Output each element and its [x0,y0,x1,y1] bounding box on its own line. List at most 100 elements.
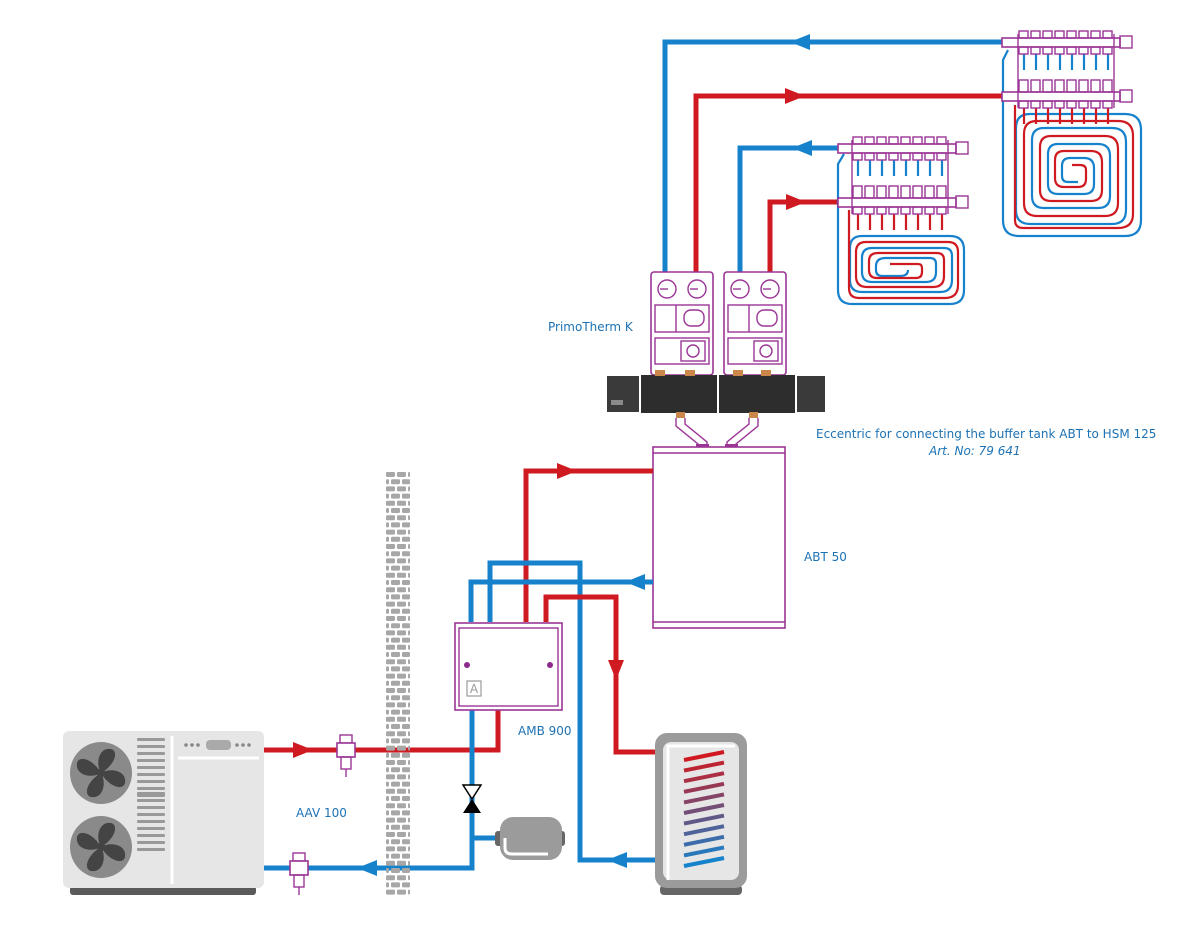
fan-icon [70,816,132,878]
brick [397,601,406,607]
pipe-buffer-supply [523,463,653,622]
flow-arrow-right [557,463,577,479]
manifold-valves [1017,30,1133,109]
brick [402,839,410,845]
manifold-valves [851,136,969,215]
brick [391,551,400,557]
brick [386,666,389,672]
brick [408,601,410,607]
brick [386,594,389,600]
brick [386,752,389,758]
brick [397,500,406,506]
brick [391,508,400,513]
label-art-no: Art. No: 79 641 [928,444,1021,458]
brick [397,472,406,477]
brick [386,551,389,557]
grille-slat [137,787,165,790]
flow-arrow-left [792,140,812,156]
brick [402,608,410,614]
pipe-heatpump-supply [263,710,501,758]
brick [391,608,400,614]
brick [408,486,410,492]
valve-icon [686,344,700,358]
brick [391,637,400,643]
label-primotherm: PrimoTherm K [548,320,634,334]
brick [397,659,406,665]
thermometer-icon [657,279,677,299]
brick [408,644,410,650]
brick [386,702,395,708]
brick [397,673,406,679]
pipe-ufh1-supply [693,88,1002,278]
brick [386,688,395,693]
coil-turn [683,771,725,784]
valve-icon [759,344,773,358]
dhw-storage-tank [655,733,747,895]
brick [386,709,389,715]
brick [386,846,395,852]
brick [391,479,400,485]
grille-slat [137,827,165,830]
brick [408,587,410,593]
label-aav: AAV 100 [296,806,347,820]
coil-turn [683,813,725,826]
primotherm-station-1 [650,271,714,376]
brick [386,565,389,571]
brick [386,479,389,485]
brick [397,529,406,535]
brick [402,594,410,600]
pipe-ufh2-return [737,140,838,278]
brick [386,680,389,686]
brick [397,544,406,549]
flow-arrow-down [608,660,624,680]
brick [391,810,400,816]
brick [408,774,410,780]
brick [386,716,395,722]
brick [386,882,389,888]
fan-blade [86,773,104,798]
brick [402,680,410,686]
brick [397,860,406,866]
flow-arrow-left [607,852,627,868]
badge-a: A [470,682,479,696]
brick [386,817,395,823]
brick [397,846,406,852]
brick [386,724,389,729]
brick [397,616,406,621]
brick [386,558,395,564]
brick [402,752,410,758]
brick [386,515,395,521]
pipe-ufh2-supply [767,194,838,278]
brick [402,709,410,715]
brick [408,515,410,521]
brick [408,860,410,866]
badge-a-icon [466,680,482,697]
brick [397,587,406,593]
brick [391,752,400,758]
brick [386,536,389,542]
brick [386,500,395,506]
brick [386,875,395,881]
brick [386,472,395,477]
brick [408,616,410,621]
grille-slat [137,738,165,741]
fan-blade [98,748,116,773]
brick [386,587,395,593]
coil-turn [683,792,725,805]
pipe-heatpump-return [263,710,500,876]
brick [402,853,410,859]
pipe-ufh1-return [662,34,1002,278]
coil-turn [683,750,725,762]
brick [391,839,400,845]
brick [386,810,389,816]
thermometer-icon [760,279,780,299]
brick [386,659,395,665]
brick [391,652,400,657]
grille-slat [137,752,165,755]
brick [402,522,410,528]
brick [397,817,406,823]
heating-coil [683,750,725,868]
brick [402,637,410,643]
